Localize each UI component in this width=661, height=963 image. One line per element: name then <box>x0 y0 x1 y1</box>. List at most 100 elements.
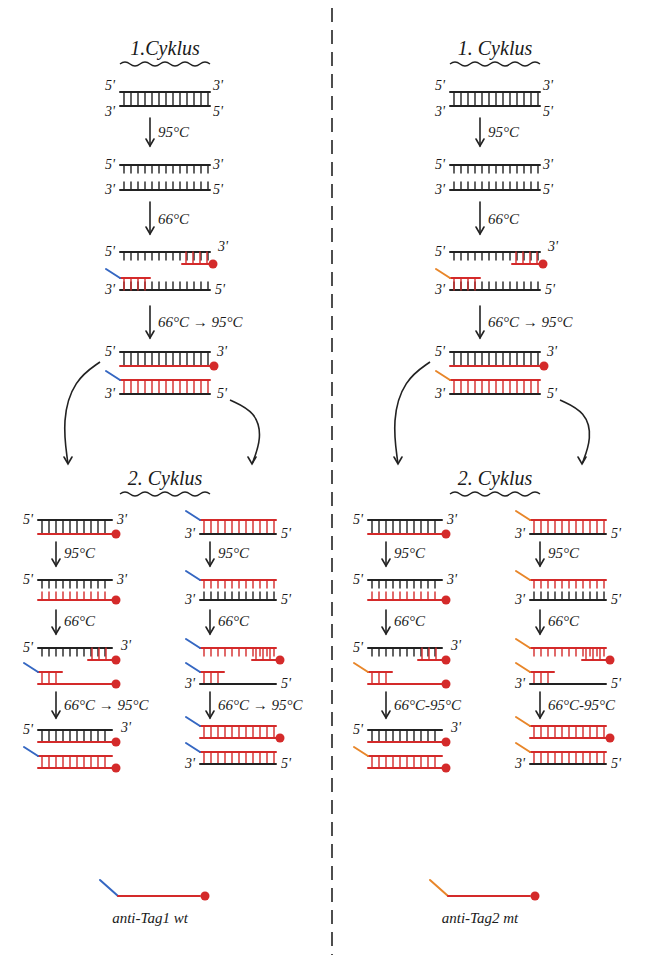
base-tick <box>144 380 145 394</box>
base-tick <box>371 520 372 534</box>
base-tick <box>83 756 84 768</box>
base-tick <box>252 752 253 764</box>
base-tick <box>392 520 393 534</box>
base-tick <box>533 592 534 600</box>
base-tick <box>41 592 42 600</box>
base-tick <box>179 165 180 173</box>
base-tick <box>378 520 379 534</box>
base-tick <box>413 730 414 742</box>
base-tick <box>427 520 428 534</box>
base-tick <box>203 592 204 600</box>
base-tick <box>540 648 541 656</box>
base-tick <box>481 165 482 173</box>
strand-end: 3' <box>185 527 195 541</box>
base-tick <box>453 278 454 290</box>
base-tick <box>69 648 70 656</box>
base-tick <box>69 730 70 742</box>
base-tick <box>536 252 537 264</box>
strand-end: 5' <box>281 757 291 771</box>
base-tick <box>533 726 534 738</box>
base-tick <box>371 592 372 600</box>
dna-strand <box>530 763 606 765</box>
base-tick <box>509 252 510 260</box>
temperature-step: 66°C <box>158 212 189 227</box>
base-tick <box>453 182 454 190</box>
tag-tail <box>24 663 38 672</box>
temperature-step: 66°C <box>548 614 579 629</box>
base-tick <box>568 752 569 764</box>
base-tick <box>207 92 208 106</box>
base-tick <box>104 730 105 742</box>
strand-end: 3' <box>515 593 525 607</box>
base-tick <box>217 726 218 738</box>
base-tick <box>151 380 152 394</box>
arrow-head <box>146 331 154 338</box>
strand-end: 3' <box>543 79 553 93</box>
dna-strand <box>200 533 276 535</box>
base-tick <box>158 282 159 290</box>
base-tick <box>502 165 503 173</box>
base-tick <box>481 282 482 290</box>
label-dot <box>442 738 451 747</box>
base-tick <box>603 592 604 600</box>
base-tick <box>238 520 239 534</box>
base-tick <box>90 580 91 588</box>
base-tick <box>561 592 562 600</box>
base-tick <box>266 580 267 588</box>
base-tick <box>151 252 152 260</box>
dna-strand <box>200 737 276 739</box>
base-tick <box>561 726 562 738</box>
base-tick <box>502 92 503 106</box>
base-tick <box>224 580 225 588</box>
base-tick <box>193 352 194 366</box>
step-arrow <box>55 610 57 634</box>
base-tick <box>406 730 407 742</box>
base-tick <box>165 352 166 366</box>
strand-end: 5' <box>611 527 621 541</box>
tag-tail <box>516 511 530 520</box>
dna-strand <box>120 289 210 291</box>
base-tick <box>537 165 538 173</box>
base-tick <box>207 282 208 290</box>
base-tick <box>509 380 510 394</box>
base-tick <box>529 252 530 264</box>
dna-strand <box>200 763 276 765</box>
base-tick <box>186 182 187 190</box>
label-dot <box>112 530 121 539</box>
base-tick <box>97 592 98 600</box>
dna-strand <box>120 189 210 191</box>
temperature-step: 95°C <box>548 546 579 561</box>
base-tick <box>69 580 70 588</box>
tag-tail <box>106 371 120 380</box>
base-tick <box>460 380 461 394</box>
base-tick <box>392 756 393 768</box>
base-tick <box>259 752 260 764</box>
base-tick <box>596 648 597 656</box>
base-tick <box>561 648 562 656</box>
temperature-step: 66°C → 95°C <box>488 315 573 330</box>
strand-end: 3' <box>543 158 553 172</box>
base-tick <box>371 648 372 656</box>
base-tick <box>151 282 152 290</box>
tag-tail <box>354 747 368 756</box>
base-tick <box>516 92 517 106</box>
base-tick <box>392 730 393 742</box>
dna-strand <box>450 105 540 107</box>
base-tick <box>210 592 211 600</box>
temperature-step: 95°C <box>218 546 249 561</box>
base-tick <box>48 648 49 656</box>
base-tick <box>420 592 421 600</box>
base-tick <box>603 752 604 764</box>
base-tick <box>561 752 562 764</box>
base-tick <box>90 520 91 534</box>
base-tick <box>144 182 145 190</box>
strand-end: 3' <box>548 240 558 254</box>
label-dot <box>442 656 451 665</box>
base-tick <box>69 592 70 600</box>
base-tick <box>217 580 218 588</box>
strand-end: 5' <box>23 641 33 655</box>
strand-end: 3' <box>547 345 557 359</box>
base-tick <box>203 726 204 738</box>
strand-end: 5' <box>611 757 621 771</box>
strand-end: 3' <box>435 105 445 119</box>
